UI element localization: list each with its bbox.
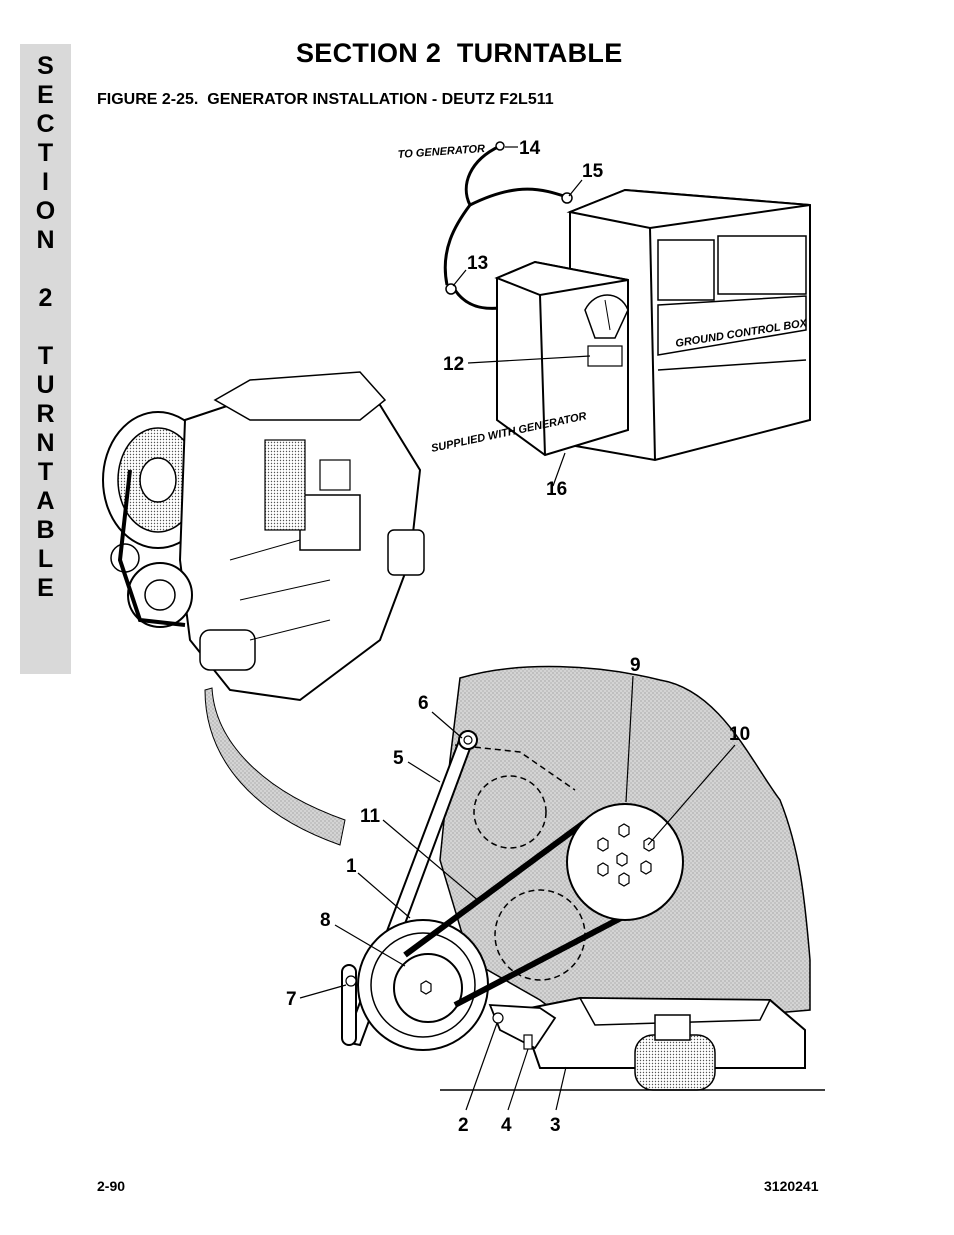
side-letter: N [36, 429, 55, 457]
callout-10: 10 [729, 724, 750, 745]
callout-3: 3 [550, 1115, 561, 1136]
side-letter: U [36, 371, 55, 399]
side-letter: 2 [38, 284, 53, 312]
side-letter: I [42, 168, 49, 196]
side-letter: C [36, 110, 55, 138]
side-letter: E [37, 81, 54, 109]
callout-1: 1 [346, 856, 357, 877]
side-letter: E [37, 574, 54, 602]
side-letter: R [36, 400, 55, 428]
side-letter: T [37, 458, 54, 486]
generator-cable [443, 141, 573, 310]
side-letter: L [37, 545, 54, 573]
generator-pulley [357, 919, 489, 1051]
side-letter: T [37, 139, 54, 167]
callout-15: 15 [582, 161, 604, 182]
callout-9: 9 [630, 655, 641, 676]
leader-lines-top [452, 146, 591, 487]
callout-12: 12 [443, 354, 464, 375]
section-title: SECTION 2 TURNTABLE [296, 38, 623, 68]
figure-title: FIGURE 2-25. GENERATOR INSTALLATION - DE… [97, 91, 554, 108]
callout-16: 16 [546, 479, 567, 500]
side-tab-letters: S E C T I O N 2 T U R N T A B L E [20, 52, 71, 603]
side-letter: S [37, 52, 54, 80]
callout-7: 7 [286, 989, 297, 1010]
callout-14: 14 [519, 138, 541, 159]
side-letter: T [37, 342, 54, 370]
leader-lines-bottom [299, 675, 736, 1111]
mounting-bracket [518, 996, 806, 1091]
side-letter: B [36, 516, 55, 544]
callout-5: 5 [393, 748, 404, 769]
side-letter: O [35, 197, 56, 225]
drive-pulley [566, 803, 684, 921]
callout-6: 6 [418, 693, 429, 714]
callout-11: 11 [360, 806, 381, 827]
side-letter: N [36, 226, 55, 254]
callout-13: 13 [467, 253, 488, 274]
ground-control-box [566, 188, 811, 462]
detail-arc [204, 687, 346, 846]
to-generator-label: TO GENERATOR [397, 143, 485, 161]
callout-4: 4 [501, 1115, 512, 1136]
page-number: 2-90 [97, 1178, 126, 1194]
section-side-tab: S E C T I O N 2 T U R N T A B L E [20, 44, 71, 674]
document-number: 3120241 [764, 1178, 819, 1194]
side-letter: A [36, 487, 55, 515]
callout-2: 2 [458, 1115, 469, 1136]
drive-belt [403, 819, 642, 1008]
callout-8: 8 [320, 910, 331, 931]
deutz-engine [102, 371, 425, 702]
generator-control-box [494, 260, 629, 457]
